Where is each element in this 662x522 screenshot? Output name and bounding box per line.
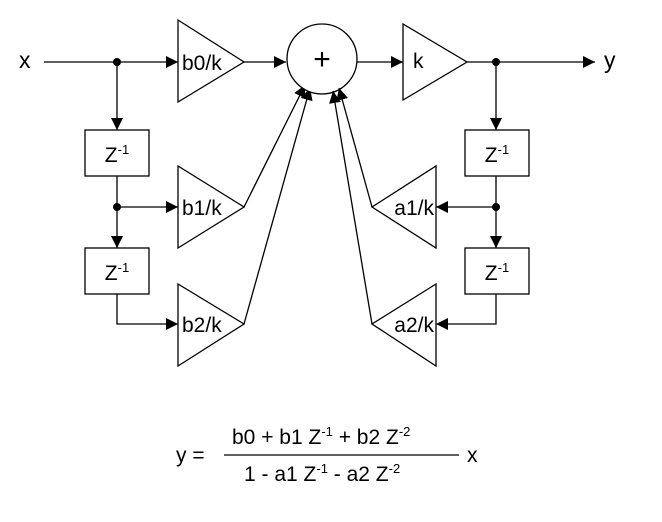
wire-a2-to-sum bbox=[329, 90, 373, 325]
junction-dot bbox=[113, 203, 121, 211]
gain-b2-triangle bbox=[177, 282, 246, 368]
input-label: x bbox=[19, 47, 31, 73]
junction-dot bbox=[492, 203, 500, 211]
gain-k-triangle bbox=[402, 22, 469, 102]
delay-box-1 bbox=[84, 129, 150, 177]
gain-k-label: k bbox=[413, 50, 424, 73]
wire-delay4-to-a2 bbox=[436, 294, 497, 330]
delay-label: Z-1 bbox=[105, 142, 129, 167]
gain-a2-triangle bbox=[370, 282, 437, 368]
delay-box-4 bbox=[464, 247, 530, 295]
gain-b1-label: b1/k bbox=[182, 197, 222, 220]
delay-label: Z-1 bbox=[485, 142, 509, 167]
gain-b1-triangle bbox=[177, 164, 246, 250]
sum-symbol: + bbox=[313, 43, 331, 76]
junction-dot bbox=[492, 58, 500, 66]
formula-numerator: b0 + b1 Z-1 + b2 Z-2 bbox=[232, 424, 410, 449]
gain-a1-triangle bbox=[370, 164, 437, 250]
gain-a1-label: a1/k bbox=[394, 197, 434, 220]
junction-dot bbox=[113, 58, 121, 66]
formula-lhs: y = bbox=[176, 444, 205, 467]
delay-label: Z-1 bbox=[485, 260, 509, 285]
wire-b2-to-sum bbox=[243, 87, 313, 325]
wire-a1-to-sum bbox=[336, 87, 373, 208]
gain-b0-label: b0/k bbox=[182, 52, 222, 75]
formula-rhs: x bbox=[467, 444, 478, 467]
gain-a2-label: a2/k bbox=[394, 314, 434, 337]
summing-node bbox=[286, 23, 358, 95]
delay-box-3 bbox=[464, 129, 530, 177]
delay-label: Z-1 bbox=[105, 260, 129, 285]
wire-delay2-to-b2 bbox=[116, 294, 178, 330]
formula-denominator: 1 - a1 Z-1 - a2 Z-2 bbox=[244, 461, 400, 486]
gain-b2-label: b2/k bbox=[182, 314, 222, 337]
gain-b0-triangle bbox=[177, 18, 246, 104]
delay-box-2 bbox=[84, 247, 150, 295]
wire-b1-to-sum bbox=[243, 84, 306, 208]
output-label: y bbox=[604, 47, 616, 73]
